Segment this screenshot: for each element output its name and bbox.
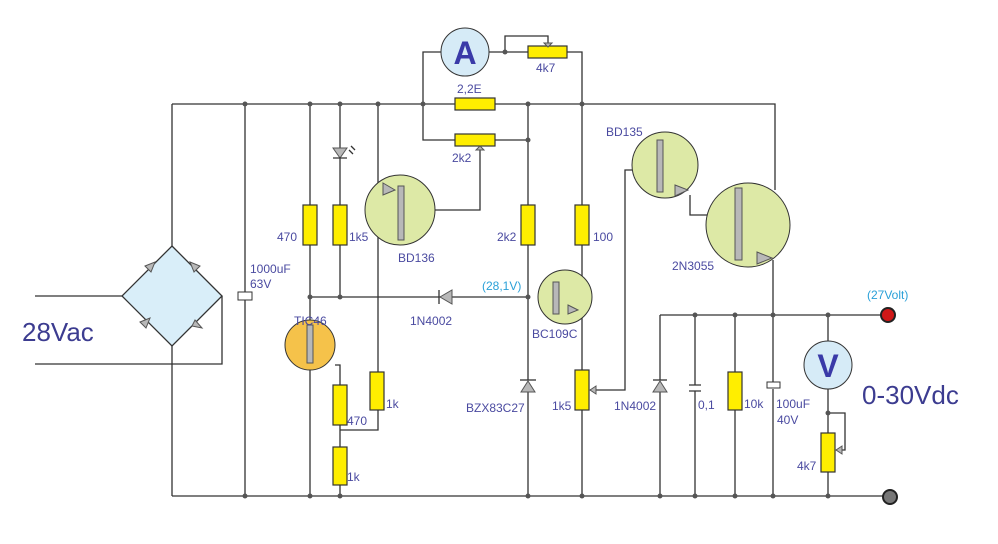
led-icon bbox=[332, 147, 348, 159]
resistor-470-top bbox=[302, 204, 318, 246]
tic46-label: TIC46 bbox=[294, 314, 327, 328]
capacitor-0-1 bbox=[689, 384, 701, 392]
pot-4k7-top[interactable] bbox=[527, 45, 568, 59]
r470-top-label: 470 bbox=[277, 230, 297, 244]
zener-bzx83c27 bbox=[520, 380, 536, 393]
pot-4k7-v-label: 4k7 bbox=[797, 459, 817, 473]
r470-low-label: 470 bbox=[347, 414, 367, 428]
transistor-bd135 bbox=[631, 131, 699, 199]
d2-label: 1N4002 bbox=[614, 399, 656, 413]
resistor-470-low bbox=[332, 384, 348, 426]
resistor-10k bbox=[727, 371, 743, 411]
resistor-1k5 bbox=[332, 204, 348, 246]
voltmeter-symbol: V bbox=[817, 348, 839, 384]
ammeter-symbol: A bbox=[453, 35, 476, 71]
transistor-bd136 bbox=[364, 174, 436, 246]
input-voltage-label: 28Vac bbox=[22, 317, 94, 347]
c1000-label: 1000uF bbox=[250, 262, 291, 276]
resistor-100 bbox=[574, 204, 590, 246]
bc109c-label: BC109C bbox=[532, 327, 578, 341]
resistor-2-2e bbox=[454, 97, 496, 111]
node-voltage-label: (28,1V) bbox=[482, 279, 521, 293]
bridge-rectifier bbox=[121, 245, 223, 347]
resistor-1k-b bbox=[332, 446, 348, 486]
r100-label: 100 bbox=[593, 230, 613, 244]
positive-terminal[interactable] bbox=[880, 307, 896, 323]
capacitor-1000uf bbox=[237, 291, 253, 301]
voltmeter: V bbox=[803, 340, 853, 390]
d1-label: 1N4002 bbox=[410, 314, 452, 328]
c100-rating: 40V bbox=[777, 413, 798, 427]
transistor-2n3055 bbox=[705, 182, 791, 268]
pot-1k5-label: 1k5 bbox=[552, 399, 572, 413]
c1000-rating: 63V bbox=[250, 277, 271, 291]
r10k-label: 10k bbox=[744, 397, 764, 411]
pot-2k2[interactable] bbox=[454, 133, 496, 147]
r-shunt-label: 2,2E bbox=[457, 82, 482, 96]
r1k-a-label: 1k bbox=[386, 397, 400, 411]
transistor-bc109c bbox=[537, 269, 593, 325]
capacitor-100uf bbox=[766, 381, 781, 389]
ammeter: A bbox=[440, 27, 490, 77]
pot-4k7-top-label: 4k7 bbox=[536, 61, 556, 75]
diode-1n4002-b bbox=[652, 380, 668, 393]
resistor-2k2 bbox=[520, 204, 536, 246]
pot-4k7-voltmeter[interactable] bbox=[820, 432, 836, 473]
thyristor-tic46 bbox=[284, 319, 336, 371]
output-voltage-note: (27Volt) bbox=[867, 288, 908, 302]
r1k-b-label: 1k bbox=[347, 470, 361, 484]
pot-2k2-label: 2k2 bbox=[452, 151, 472, 165]
r2k2-label: 2k2 bbox=[497, 230, 517, 244]
junction-dots bbox=[242, 49, 831, 499]
r1k5-label: 1k5 bbox=[349, 230, 369, 244]
c100-label: 100uF bbox=[776, 397, 810, 411]
bd136-label: BD136 bbox=[398, 251, 435, 265]
2n3055-label: 2N3055 bbox=[672, 259, 714, 273]
pot-1k5[interactable] bbox=[574, 369, 590, 411]
bd135-label: BD135 bbox=[606, 125, 643, 139]
ground-terminal[interactable] bbox=[882, 489, 898, 505]
diode-1n4002-a bbox=[439, 289, 453, 305]
output-range-label: 0-30Vdc bbox=[862, 380, 959, 410]
zener-label: BZX83C27 bbox=[466, 401, 525, 415]
resistor-1k-a bbox=[369, 371, 385, 411]
c01-label: 0,1 bbox=[698, 398, 715, 412]
